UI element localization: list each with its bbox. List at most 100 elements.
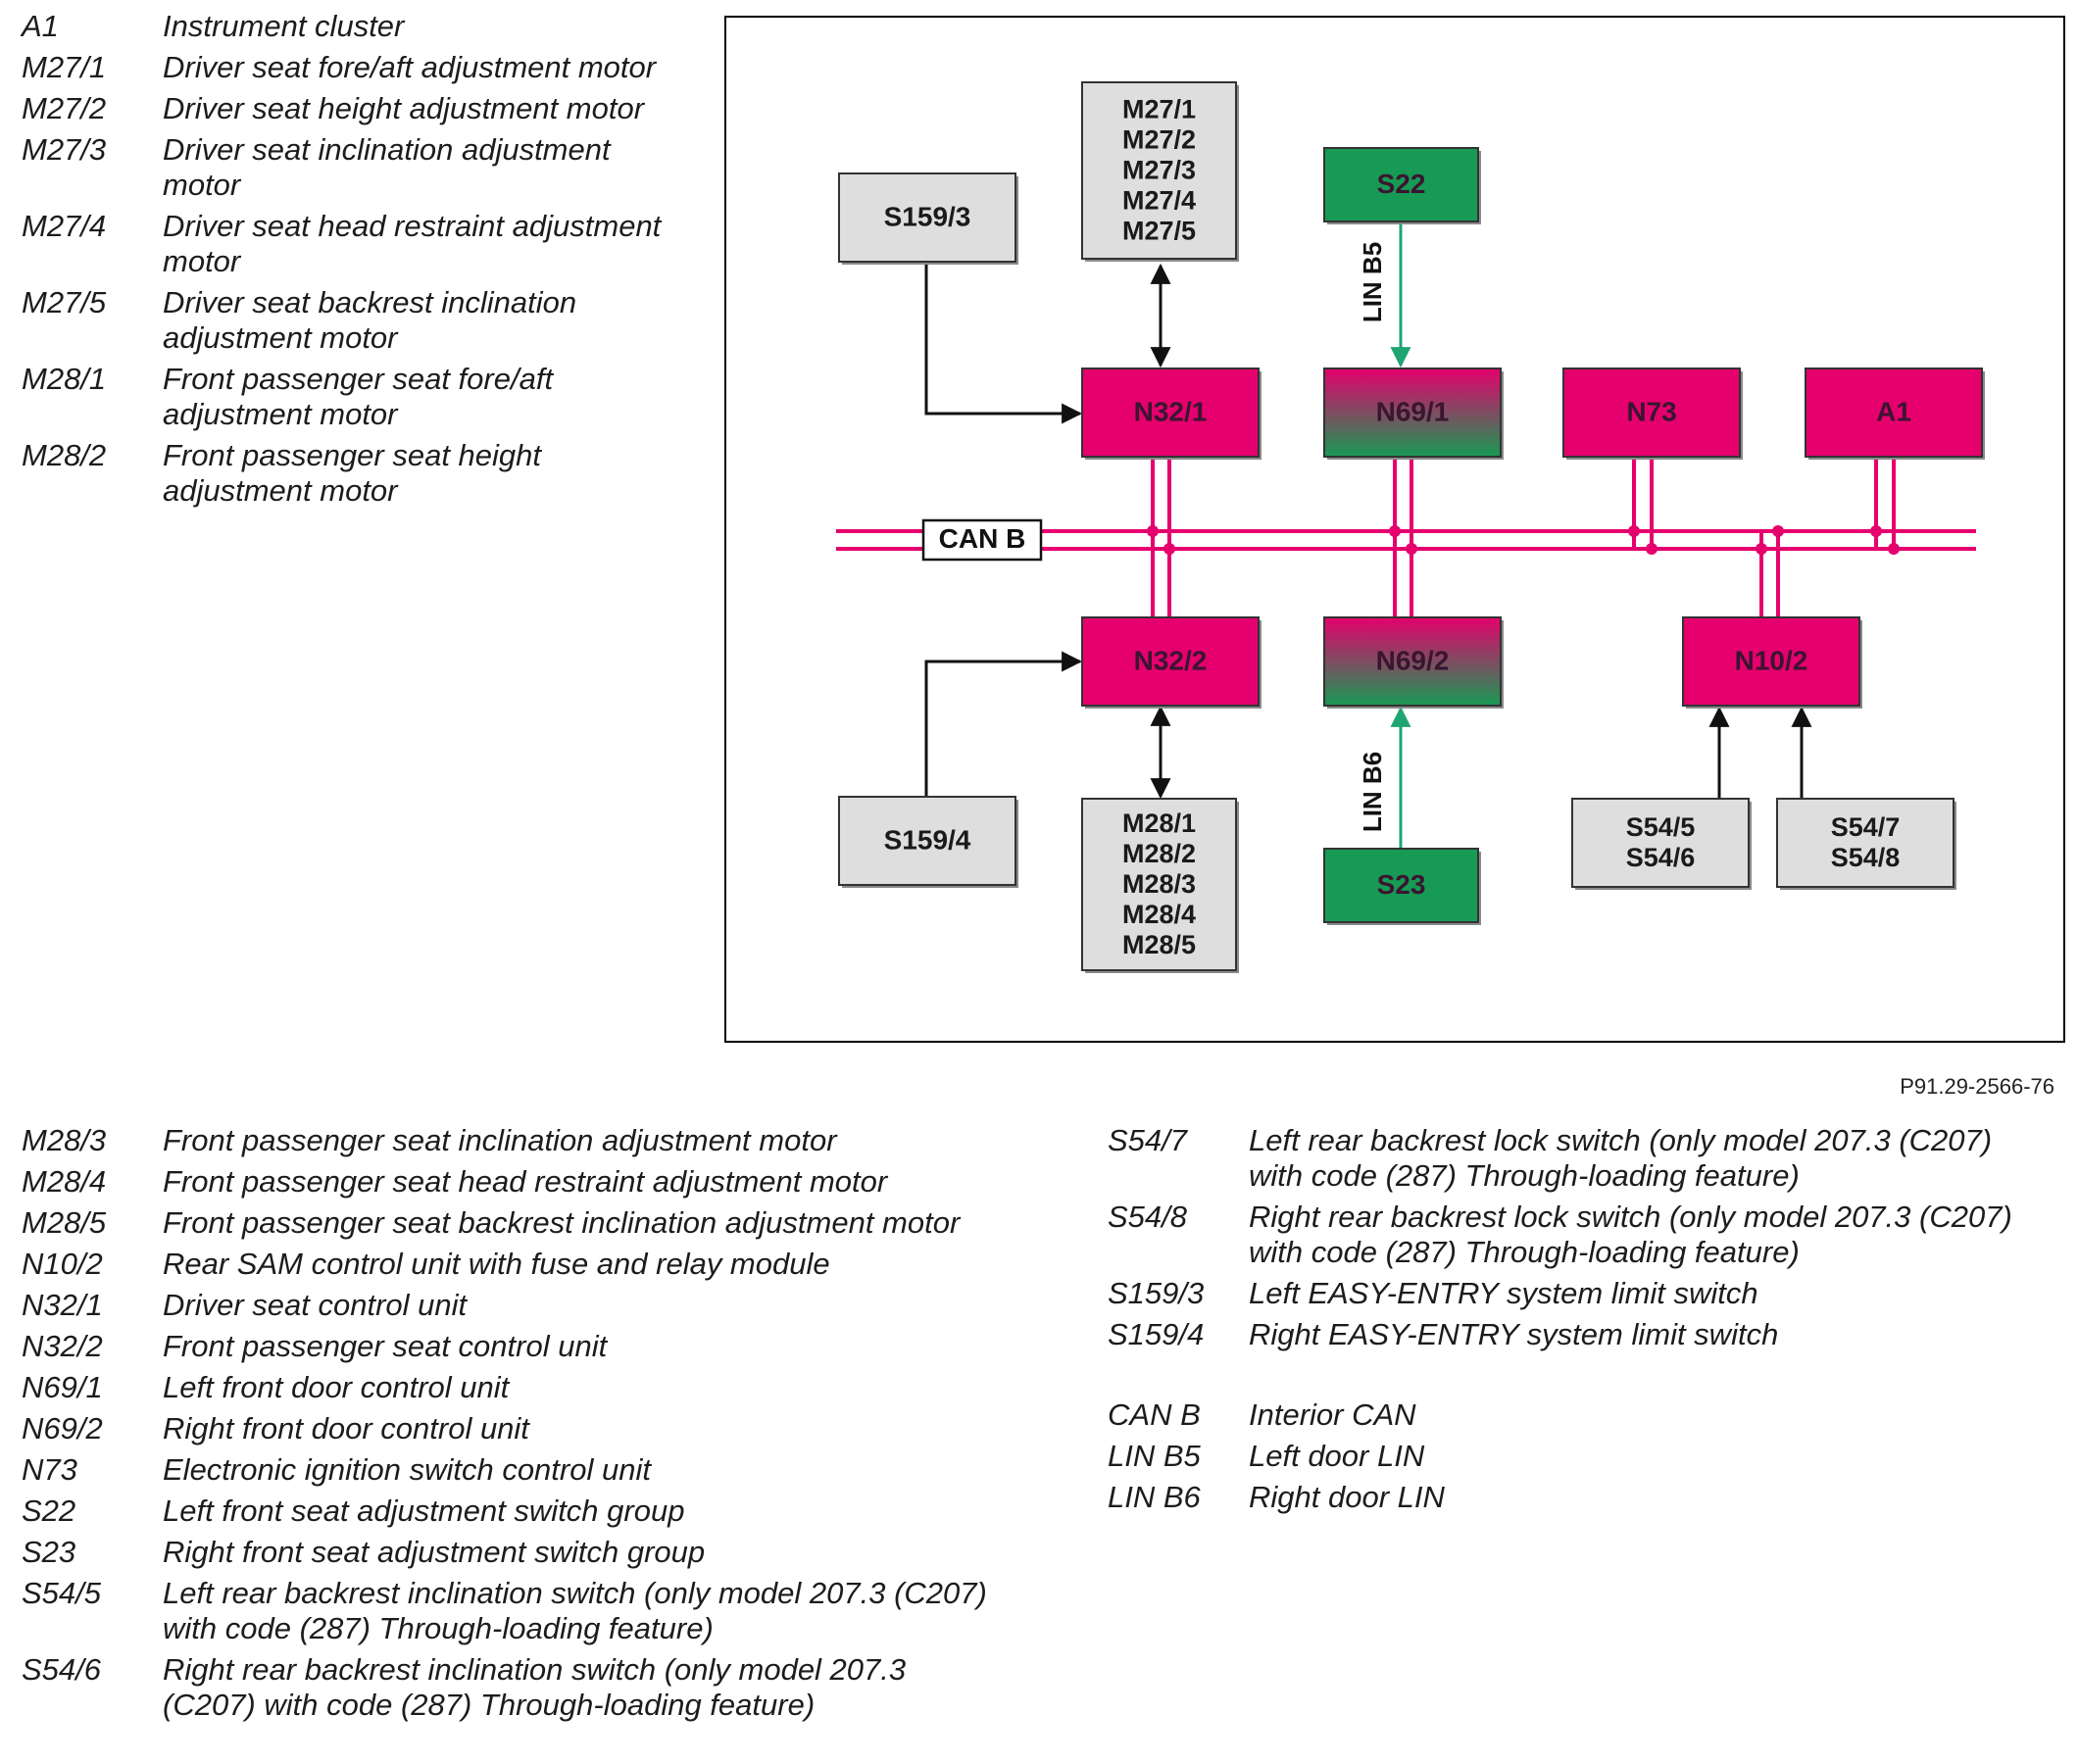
legend-description: Right rear backrest inclination switch (… [163,1652,907,1722]
legend-description: Driver seat inclination adjustment motor [163,132,611,202]
legend-code: S22 [22,1494,76,1528]
legend-spacer [1108,1358,2049,1397]
legend-description: Driver seat head restraint adjustment mo… [163,209,662,278]
node-label: S22 [1377,169,1426,199]
node-label: M27/4 [1122,186,1196,216]
legend-description: Driver seat fore/aft adjustment motor [163,50,657,84]
node-label: N10/2 [1735,646,1808,676]
node-n69-2: N69/2 [1323,616,1504,709]
can-link-n69 [1389,457,1417,617]
legend-code: S159/3 [1108,1276,1205,1310]
node-label: N69/2 [1376,646,1450,676]
legend-code: S54/6 [22,1652,102,1687]
legend-description: Rear SAM control unit with fuse and rela… [163,1247,830,1281]
legend-code: M27/1 [22,50,107,84]
node-label: S159/3 [884,202,971,232]
legend-item: M28/3 Front passenger seat inclination ad… [22,1123,1002,1158]
legend-item: M28/1 Front passenger seat fore/aft adjus… [22,362,668,432]
arrow-s159-3-to-n32-1 [924,262,1083,424]
legend-description: Driver seat height adjustment motor [163,91,645,125]
figure-id: P91.29-2566-76 [1900,1074,2054,1099]
block-diagram: CAN B LIN B5 LIN B6 S159/3 M27/1M27/2M27/3M2… [836,81,1985,973]
legend-code: M27/2 [22,91,107,125]
node-label: N32/2 [1134,646,1208,676]
legend-description: Left rear backrest lock switch (only mod… [1249,1123,1993,1193]
legend-code: S54/5 [22,1576,102,1610]
node-label: S54/7 [1831,812,1901,842]
legend-description: Interior CAN [1249,1397,1416,1432]
legend-description: Left door LIN [1249,1439,1425,1473]
legend-description: Right door LIN [1249,1480,1445,1514]
legend-code: N32/1 [22,1288,103,1322]
can-link-a1 [1870,457,1900,555]
legend-code: M28/2 [22,438,107,472]
legend-code: A1 [22,9,59,43]
node-label: M28/5 [1122,930,1196,959]
legend-item: N73 Electronic ignition switch control un… [22,1452,1002,1488]
arrow-s159-4-to-n32-2 [924,651,1083,797]
legend-item: M27/2 Driver seat height adjustment motor [22,91,668,126]
legend-description: Left rear backrest inclination switch (o… [163,1576,987,1645]
legend-code: LIN B5 [1108,1439,1201,1473]
node-label: S23 [1377,869,1426,900]
node-label: M27/1 [1122,95,1196,124]
legend-spacer [22,509,668,514]
legend-code: M27/5 [22,285,107,319]
node-label: A1 [1876,397,1911,427]
legend-code: M28/5 [22,1205,107,1240]
node-label: M28/2 [1122,839,1196,868]
legend-bottom-left: M28/3 Front passenger seat inclination ad… [22,1123,1002,1729]
legend-item: CAN B Interior CAN [1108,1397,2049,1433]
legend-item: A1 Instrument cluster [22,9,668,44]
legend-code: M28/3 [22,1123,107,1157]
legend-description: Driver seat backrest inclination adjustm… [163,285,577,355]
legend-description: Front passenger seat backrest inclinatio… [163,1205,961,1240]
legend-code: N32/2 [22,1329,103,1363]
legend-description: Right front seat adjustment switch group [163,1535,706,1569]
legend-code: M27/3 [22,132,107,167]
legend-description: Front passenger seat inclination adjustm… [163,1123,837,1157]
lin-b6-label: LIN B6 [1358,752,1387,832]
legend-code: CAN B [1108,1397,1201,1432]
legend-description: Electronic ignition switch control unit [163,1452,651,1487]
node-label: N69/1 [1376,397,1450,427]
node-n32-2: N32/2 [1081,616,1262,709]
legend-description: Instrument cluster [163,9,405,43]
legend-description: Front passenger seat fore/aft adjustment… [163,362,554,431]
legend-code: S54/7 [1108,1123,1188,1157]
node-label: M28/3 [1122,869,1196,899]
node-s159-4: S159/4 [838,796,1018,888]
legend-item: S159/3 Left EASY-ENTRY system limit switc… [1108,1276,2049,1311]
legend-code: N69/1 [22,1370,103,1404]
node-a1: A1 [1805,368,1985,460]
lin-b5-label: LIN B5 [1358,242,1387,322]
node-label: S54/5 [1626,812,1696,842]
node-n73: N73 [1562,368,1743,460]
can-b-label: CAN B [921,518,1043,562]
node-label: S54/8 [1831,843,1901,872]
can-b-label-text: CAN B [939,523,1026,554]
legend-code: N73 [22,1452,77,1487]
can-link-n32 [1147,457,1175,617]
node-label: S54/6 [1626,843,1696,872]
legend-description: Right front door control unit [163,1411,529,1446]
legend-code: M28/1 [22,362,107,396]
legend-code: S159/4 [1108,1317,1205,1351]
legend-description: Left EASY-ENTRY system limit switch [1249,1276,1758,1310]
